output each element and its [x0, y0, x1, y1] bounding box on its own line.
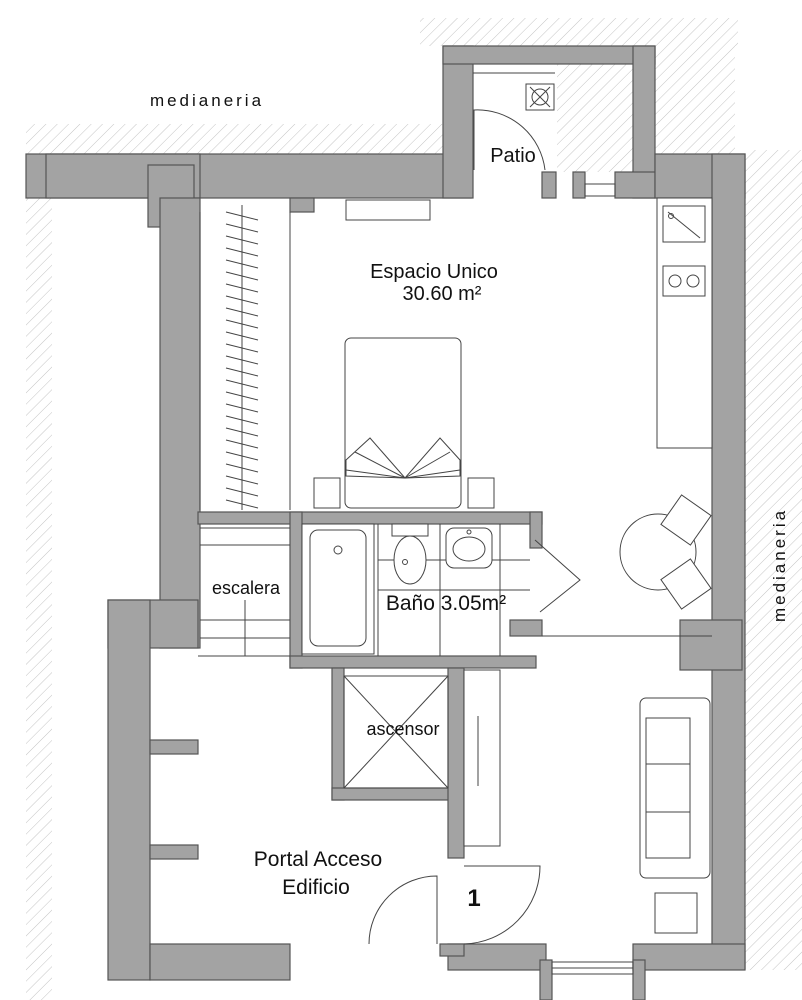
sofa: [639, 697, 711, 934]
elevator: [343, 669, 501, 847]
hanger-line: [225, 451, 259, 461]
hanger-line: [225, 499, 259, 509]
espacio-unico-area: 30.60 m²: [403, 283, 482, 305]
patio-label: Patio: [490, 145, 536, 167]
hanger-line: [225, 247, 259, 257]
medianeria-right-label: medianeria: [770, 508, 789, 622]
hanger-line: [225, 307, 259, 317]
hanger-line: [225, 463, 259, 473]
portal-label-line1: Portal Acceso: [254, 848, 382, 871]
bano-label: Baño 3.05m²: [386, 592, 506, 615]
neighbour-hatching: [26, 18, 802, 1000]
hanger-line: [225, 391, 259, 401]
hanger-line: [225, 487, 259, 497]
medianeria-top-label: medianeria: [150, 91, 264, 110]
hanger-line: [225, 295, 259, 305]
stairs: [200, 527, 290, 656]
hanger-line: [225, 367, 259, 377]
hanger-line: [225, 211, 259, 221]
dining-table: [619, 494, 712, 610]
hanger-line: [225, 439, 259, 449]
doors: [368, 109, 581, 945]
hanger-line: [225, 283, 259, 293]
hanger-line: [225, 427, 259, 437]
hanger-line: [225, 415, 259, 425]
hanger-line: [225, 355, 259, 365]
hanger-line: [225, 379, 259, 389]
hanger-line: [225, 331, 259, 341]
misc-lines: [198, 635, 712, 657]
hanger-line: [225, 475, 259, 485]
entrance-number: 1: [467, 885, 480, 912]
bed: [313, 337, 495, 509]
escalera-label: escalera: [212, 578, 281, 598]
espacio-unico-label: Espacio Unico: [370, 261, 498, 283]
windows: [345, 183, 634, 975]
hanger-line: [225, 235, 259, 245]
wardrobe: [199, 205, 291, 510]
walls: [25, 45, 746, 1000]
kitchen: [656, 197, 713, 449]
hanger-line: [225, 403, 259, 413]
hanger-line: [225, 319, 259, 329]
hanger-line: [225, 259, 259, 269]
labels: medianeria medianeria Patio Espacio Unic…: [150, 91, 789, 912]
hanger-line: [225, 223, 259, 233]
hanger-line: [225, 271, 259, 281]
ascensor-label: ascensor: [366, 719, 439, 739]
hanger-line: [225, 343, 259, 353]
patio-details: [473, 72, 555, 111]
portal-label-line2: Edificio: [282, 876, 350, 899]
bathroom-fixtures: [301, 523, 530, 656]
